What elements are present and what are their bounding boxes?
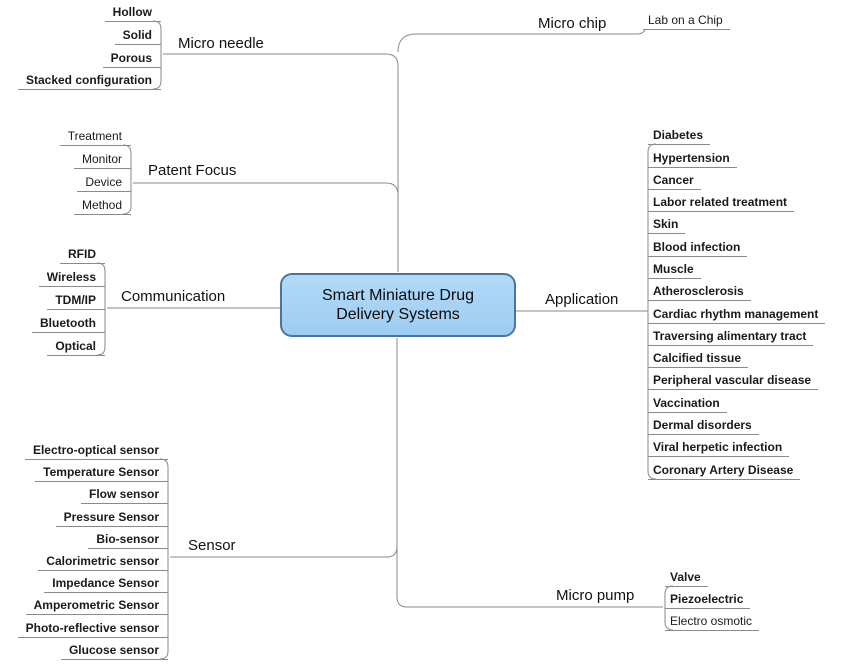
node-tdm-ip[interactable]: TDM/IP — [47, 293, 105, 310]
node-wireless[interactable]: Wireless — [38, 270, 105, 287]
node-bluetooth[interactable]: Bluetooth — [32, 316, 105, 333]
node-valve[interactable]: Valve — [665, 570, 708, 587]
branch-communication[interactable]: Communication — [121, 288, 226, 305]
node-temperature-sensor[interactable]: Temperature Sensor — [35, 465, 168, 482]
root-title-line1: Smart Miniature Drug — [321, 287, 475, 304]
node-porous[interactable]: Porous — [102, 51, 161, 68]
node-skin[interactable]: Skin — [648, 217, 686, 234]
node-coronary-artery-disease[interactable]: Coronary Artery Disease — [648, 463, 801, 480]
node-hypertension[interactable]: Hypertension — [648, 151, 737, 168]
branch-micro-needle[interactable]: Micro needle — [178, 35, 264, 52]
node-optical[interactable]: Optical — [47, 339, 105, 356]
node-solid[interactable]: Solid — [114, 28, 161, 45]
node-lab-on-a-chip[interactable]: Lab on a Chip — [643, 13, 730, 30]
edge-micro-pump — [396, 338, 663, 608]
branch-sensor[interactable]: Sensor — [188, 537, 236, 554]
node-blood-infection[interactable]: Blood infection — [648, 240, 748, 257]
node-cancer[interactable]: Cancer — [648, 173, 701, 190]
node-vaccination[interactable]: Vaccination — [648, 396, 727, 413]
node-rfid[interactable]: RFID — [60, 247, 105, 264]
node-flow-sensor[interactable]: Flow sensor — [80, 487, 168, 504]
node-traversing-alimentary-tract[interactable]: Traversing alimentary tract — [648, 329, 814, 346]
node-treatment[interactable]: Treatment — [59, 129, 131, 146]
edge-sensor — [170, 545, 398, 558]
node-atherosclerosis[interactable]: Atherosclerosis — [648, 284, 751, 301]
root-title-line2: Delivery Systems — [336, 306, 460, 323]
branch-patent-focus[interactable]: Patent Focus — [148, 162, 237, 179]
node-photo-reflective-sensor[interactable]: Photo-reflective sensor — [17, 621, 168, 638]
node-hollow[interactable]: Hollow — [104, 5, 161, 22]
node-device[interactable]: Device — [77, 175, 131, 192]
edge-lab-on-a-chip — [636, 29, 646, 35]
node-stacked-configuration[interactable]: Stacked configuration — [17, 73, 161, 90]
node-labor-related-treatment[interactable]: Labor related treatment — [648, 195, 795, 212]
node-electro-optical-sensor[interactable]: Electro-optical sensor — [24, 443, 168, 460]
node-dermal-disorders[interactable]: Dermal disorders — [648, 418, 759, 435]
node-pressure-sensor[interactable]: Pressure Sensor — [55, 510, 168, 527]
node-bio-sensor[interactable]: Bio-sensor — [88, 532, 168, 549]
node-amperometric-sensor[interactable]: Amperometric Sensor — [25, 598, 168, 615]
node-electro-osmotic[interactable]: Electro osmotic — [665, 614, 760, 631]
branch-micro-pump[interactable]: Micro pump — [556, 587, 635, 604]
edge-micro-needle — [163, 53, 399, 272]
node-method[interactable]: Method — [73, 198, 131, 215]
node-diabetes[interactable]: Diabetes — [648, 128, 711, 145]
edge-patent-focus — [133, 182, 399, 271]
node-piezoelectric[interactable]: Piezoelectric — [665, 592, 751, 609]
branch-micro-chip[interactable]: Micro chip — [538, 15, 607, 32]
branch-application[interactable]: Application — [545, 291, 619, 308]
node-calcified-tissue[interactable]: Calcified tissue — [648, 351, 749, 368]
node-muscle[interactable]: Muscle — [648, 262, 701, 279]
node-monitor[interactable]: Monitor — [73, 152, 131, 169]
node-calorimetric-sensor[interactable]: Calorimetric sensor — [38, 554, 168, 571]
node-glucose-sensor[interactable]: Glucose sensor — [60, 643, 168, 660]
node-viral-herpetic-infection[interactable]: Viral herpetic infection — [648, 440, 790, 457]
node-peripheral-vascular-disease[interactable]: Peripheral vascular disease — [648, 373, 819, 390]
edge-micro-chip — [397, 33, 637, 53]
root-node[interactable]: Smart Miniature Drug Delivery Systems — [280, 273, 516, 337]
node-impedance-sensor[interactable]: Impedance Sensor — [44, 576, 168, 593]
node-cardiac-rhythm-management[interactable]: Cardiac rhythm management — [648, 307, 826, 324]
